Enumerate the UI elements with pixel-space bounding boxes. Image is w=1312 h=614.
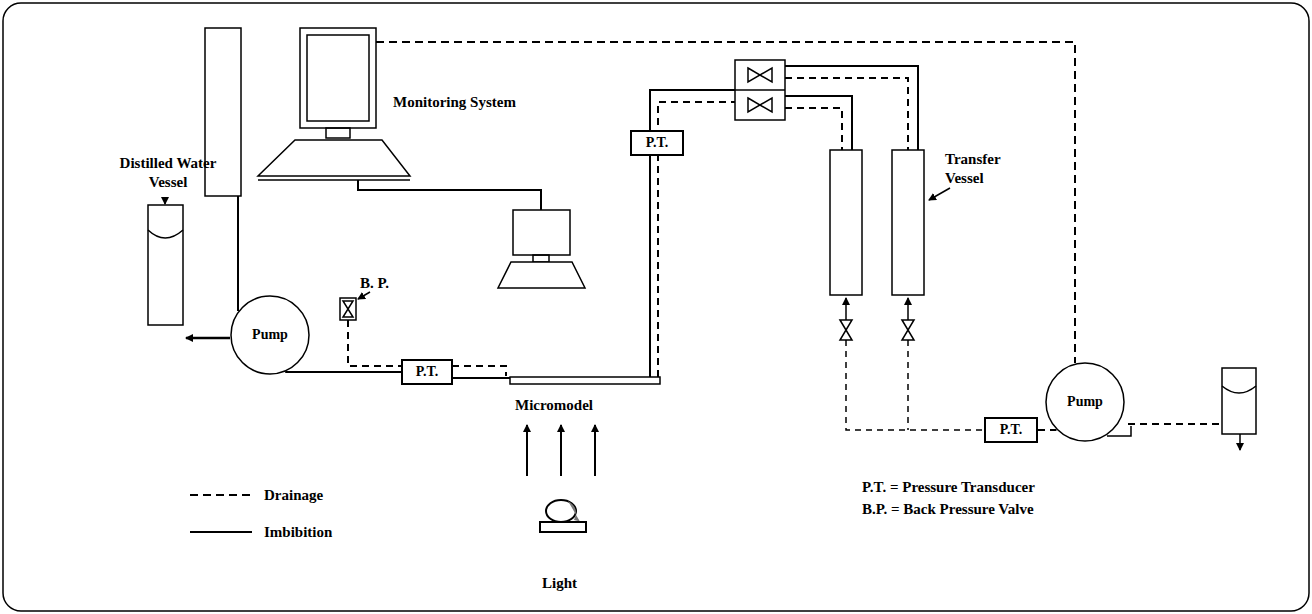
- pipe-connector: [285, 371, 401, 373]
- pump-casing: [1046, 363, 1124, 441]
- vessel-label: Distilled Water Vessel: [118, 154, 218, 192]
- abbreviation-note: P.T. = Pressure Transducer: [862, 478, 1035, 497]
- outlet-vessel: [1128, 368, 1256, 450]
- distilled-water-vessel-part: [148, 230, 183, 238]
- legend-text: Imbibition: [264, 523, 332, 542]
- node-text: P.T.: [416, 363, 439, 381]
- distilled-water-vessel: [148, 197, 183, 325]
- legend-entry: Imbibition: [190, 523, 332, 542]
- pressure-transducer: P.T.: [984, 417, 1038, 443]
- vessel-label: Transfer Vessel: [945, 150, 1015, 188]
- pump: Pump: [1045, 362, 1125, 442]
- valve-manifold-part: [735, 89, 785, 91]
- legend-line-sample: [190, 531, 252, 533]
- micromodel-lines: [452, 90, 735, 384]
- pressure-transducer: P.T.: [630, 130, 684, 156]
- abbreviation-note: B.P. = Back Pressure Valve: [862, 500, 1034, 519]
- node-text: Pump: [1067, 393, 1103, 411]
- back-pressure-valve-part: [343, 301, 353, 317]
- light-source-part: [594, 425, 596, 476]
- legend-sample: [190, 490, 254, 500]
- transfer-lines-part: [785, 96, 852, 150]
- computer: [205, 28, 410, 196]
- legend-line-sample: [190, 494, 252, 496]
- node-text: Pump: [252, 326, 288, 344]
- computer-part: [300, 28, 376, 128]
- transfer-vessel-part: [846, 340, 985, 430]
- computer-part: [258, 179, 410, 181]
- back-pressure-valve: [340, 292, 402, 366]
- pressure-transducer: P.T.: [401, 359, 453, 385]
- outlet-vessel-part: [1222, 368, 1256, 434]
- computer-part: [307, 35, 369, 121]
- display-part: [513, 210, 570, 255]
- outer-frame: [3, 3, 1309, 611]
- pump-outlet: [1107, 426, 1131, 436]
- outlet-vessel-part: [1222, 386, 1256, 393]
- back-pressure-valve-part: [348, 320, 402, 366]
- node-text: P.T.: [646, 134, 669, 152]
- transfer-lines-part: [785, 66, 918, 150]
- valve-manifold-part: [748, 98, 772, 112]
- display-part: [533, 255, 549, 262]
- display-part: [498, 262, 585, 288]
- transfer-lines-part: [785, 108, 842, 150]
- signal-wire-part: [358, 180, 541, 210]
- part-label: Micromodel: [515, 396, 593, 415]
- legend-sample: [190, 527, 254, 537]
- light-source-part: [560, 425, 562, 476]
- flow-arrow: [186, 337, 230, 340]
- transfer-vessel: [830, 150, 985, 430]
- pump: Pump: [230, 295, 310, 375]
- micromodel-lines-part: [452, 366, 506, 376]
- outlet-vessel-part: [1128, 423, 1222, 425]
- pump-casing: [231, 296, 309, 374]
- distilled-water-vessel-part: [164, 197, 166, 204]
- distilled-water-vessel-part: [148, 205, 183, 325]
- transfer-vessel-part: [902, 320, 914, 340]
- node-text: P.T.: [1000, 421, 1023, 439]
- computer-part: [258, 140, 410, 176]
- outlet-vessel-part: [1239, 434, 1241, 450]
- system-label: Monitoring System: [393, 93, 516, 112]
- transfer-lines: [785, 66, 918, 150]
- computer-part: [326, 128, 350, 138]
- legend-text: Drainage: [264, 486, 323, 505]
- signal-wire-part: [237, 196, 239, 311]
- back-pressure-valve-part: [358, 292, 370, 299]
- valve-label: B. P.: [360, 274, 389, 293]
- light-source-part: [540, 522, 586, 532]
- transfer-vessel-part: [840, 320, 852, 340]
- pipe-connector: [1038, 429, 1056, 431]
- signal-wire: [238, 180, 541, 311]
- transfer-vessel-part: [845, 298, 847, 320]
- transfer-vessel-part: [830, 150, 862, 295]
- transfer-vessel-part: [907, 340, 909, 430]
- transfer-vessel-part: [892, 150, 924, 295]
- part-label: Light: [542, 574, 577, 593]
- light-source: [527, 425, 595, 532]
- transfer-lines-part: [785, 78, 908, 150]
- light-source-part: [526, 425, 528, 476]
- legend-entry: Drainage: [190, 486, 323, 505]
- transfer-vessel-part: [907, 298, 909, 320]
- display: [498, 210, 585, 288]
- valve-manifold-part: [748, 68, 772, 82]
- light-source-part: [546, 500, 576, 522]
- micromodel-lines-part: [452, 377, 511, 379]
- valve-manifold: [735, 60, 785, 120]
- micromodel-lines-part: [510, 377, 660, 384]
- valve-manifold-part: [735, 60, 785, 120]
- back-pressure-valve-part: [340, 298, 356, 320]
- transfer-vessel-part: [929, 188, 950, 200]
